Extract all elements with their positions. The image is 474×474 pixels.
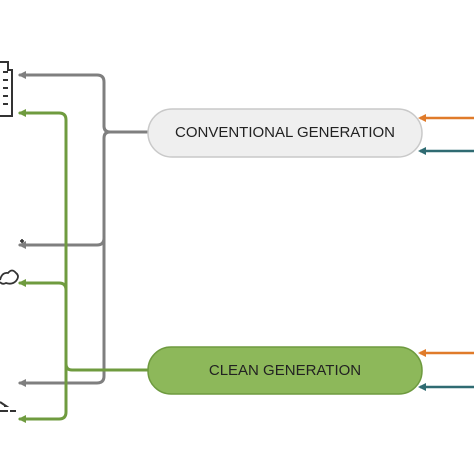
conventional-flow-lines bbox=[18, 71, 152, 387]
clean-flow-lines bbox=[18, 109, 152, 423]
clean-link-low bbox=[18, 362, 68, 423]
conventional-link-low bbox=[18, 236, 106, 387]
spark-icon bbox=[20, 239, 24, 243]
conventional-link-main bbox=[18, 71, 152, 134]
clean-generation-node: CLEAN GENERATION bbox=[147, 346, 423, 395]
conventional-generation-node: CONVENTIONAL GENERATION bbox=[147, 108, 423, 158]
input-arrows bbox=[418, 114, 474, 391]
building-icon bbox=[0, 61, 13, 117]
clean-link-mid bbox=[18, 279, 68, 292]
clean-link-main bbox=[18, 109, 152, 372]
house-icon bbox=[0, 401, 16, 412]
conventional-generation-label: CONVENTIONAL GENERATION bbox=[175, 124, 395, 141]
clean-generation-label: CLEAN GENERATION bbox=[209, 362, 361, 379]
cloud-icon bbox=[0, 269, 19, 285]
